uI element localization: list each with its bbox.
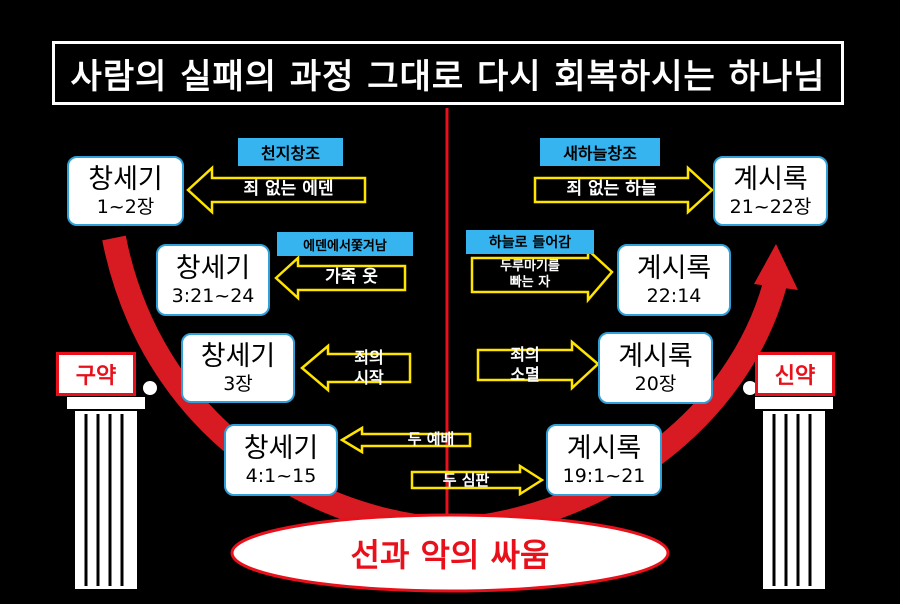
new-testament-label: 신약	[755, 352, 835, 396]
left-pillar	[65, 379, 159, 591]
right-box-1-book: 계시록	[733, 163, 808, 195]
arrow-text-wash-robes-l2: 빠는 자	[509, 275, 551, 290]
arrow-right-3	[476, 339, 600, 391]
right-box-4: 계시록 19:1~21	[546, 424, 662, 496]
left-box-2: 창세기 3:21~24	[156, 244, 270, 316]
right-box-1-ref: 21~22장	[729, 195, 812, 218]
right-box-3-book: 계시록	[618, 340, 693, 372]
bottom-ellipse	[230, 513, 670, 593]
arrow-left-4	[339, 425, 472, 455]
arrow-text-sinless-heaven: 죄 없는 하늘	[566, 179, 657, 200]
left-box-4: 창세기 4:1~15	[224, 424, 338, 496]
left-box-3: 창세기 3장	[181, 333, 295, 403]
arrow-right-1	[533, 165, 714, 215]
good-evil-battle-text: 선과 악의 싸움	[350, 536, 550, 574]
tag-new-heaven: 새하늘창조	[540, 138, 660, 166]
tag-expelled: 에덴에서쫓겨남	[277, 232, 413, 256]
left-box-1-book: 창세기	[88, 163, 163, 195]
right-box-4-ref: 19:1~21	[562, 464, 646, 487]
right-pillar	[741, 379, 835, 591]
arrow-left-2	[274, 255, 407, 301]
arrow-text-sinless-eden: 죄 없는 에덴	[243, 179, 334, 200]
right-box-4-book: 계시록	[566, 432, 642, 464]
arrow-text-two-judgments: 두 심판	[442, 470, 490, 489]
left-box-1-ref: 1~2장	[96, 195, 155, 218]
left-box-3-book: 창세기	[200, 340, 276, 372]
red-arrow-head	[754, 244, 798, 290]
arrow-right-4	[410, 463, 545, 497]
page-title: 사람의 실패의 과정 그대로 다시 회복하시는 하나님	[52, 41, 844, 105]
arrow-text-sin-end-l2: 소멸	[510, 365, 540, 384]
left-box-2-book: 창세기	[175, 252, 251, 284]
right-box-2-book: 계시록	[636, 252, 712, 284]
arrow-text-sin-end-l1: 죄의	[510, 345, 540, 364]
right-box-2: 계시록 22:14	[617, 244, 731, 316]
arrow-text-sin-end: 죄의 소멸	[478, 342, 572, 388]
arrow-left-1	[186, 165, 367, 215]
right-box-2-ref: 22:14	[646, 284, 702, 307]
arrow-text-wash-robes-l1: 두루마기를	[500, 259, 560, 275]
left-box-1: 창세기 1~2장	[67, 156, 184, 226]
right-box-1: 계시록 21~22장	[713, 156, 828, 226]
arrow-text-sin-begin-l1: 죄의	[354, 348, 384, 367]
right-box-3-ref: 20장	[634, 372, 677, 395]
arrow-text-sin-begin: 죄의 시작	[328, 344, 410, 392]
tag-enter-heaven: 하늘로 들어감	[466, 230, 594, 254]
arrow-left-3	[300, 343, 412, 393]
left-box-4-ref: 4:1~15	[245, 464, 317, 487]
arrow-text-two-worships: 두 예배	[407, 429, 455, 448]
old-testament-label: 구약	[56, 352, 136, 396]
arrow-text-wash-robes: 두루마기를 빠는 자	[472, 258, 588, 292]
tag-creation: 천지창조	[238, 138, 343, 166]
left-box-3-ref: 3장	[223, 372, 253, 395]
right-box-3: 계시록 20장	[598, 332, 713, 404]
left-box-2-ref: 3:21~24	[171, 284, 255, 307]
arrow-text-sin-begin-l2: 시작	[354, 368, 384, 387]
left-box-4-book: 창세기	[243, 432, 319, 464]
arrow-text-leather-clothes: 가죽 옷	[325, 267, 378, 288]
